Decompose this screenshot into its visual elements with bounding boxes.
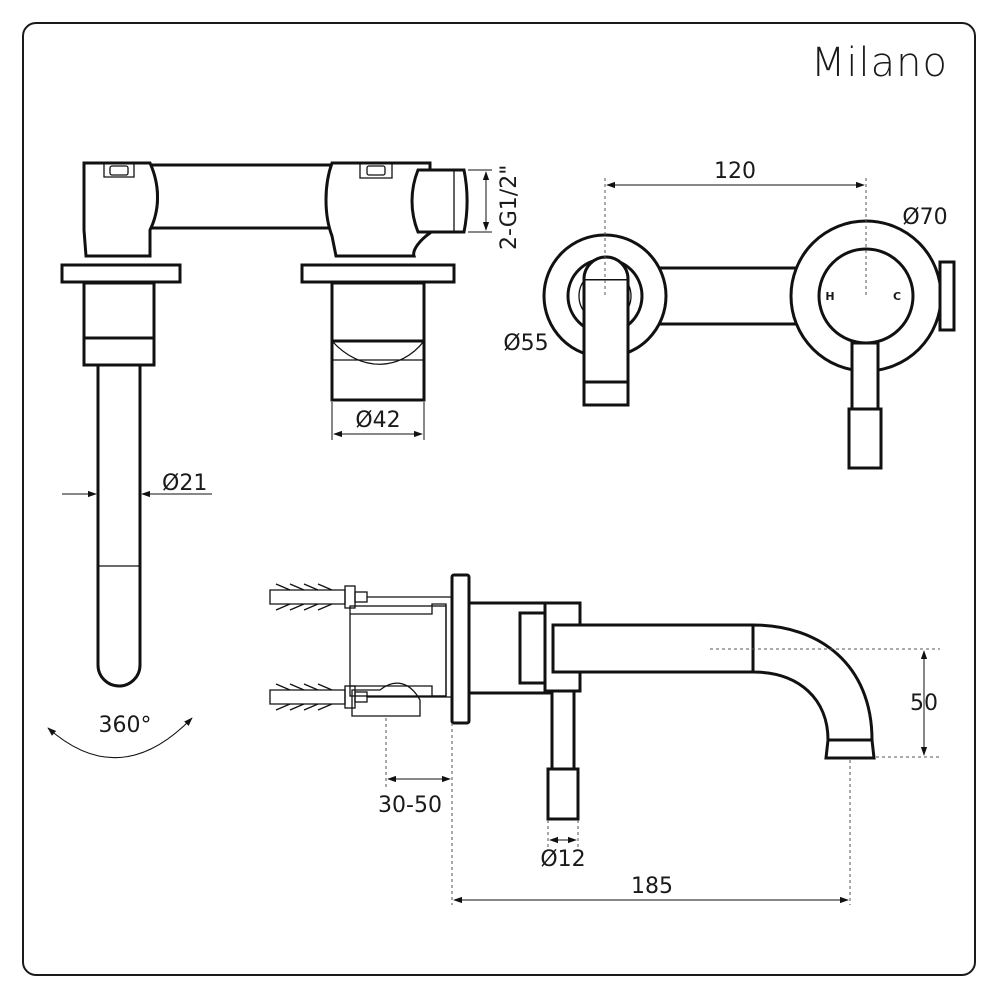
wall-anchor-upper [269,583,462,611]
handle-dia-dimension: Ø42 [331,402,425,440]
wall-anchor-lower [269,683,462,711]
spout-dia-label: Ø21 [162,471,207,496]
handle-dia-label: Ø42 [355,408,400,433]
side-view [269,573,876,821]
thread-label: 2-G1/2" [497,165,522,250]
hot-marking: H [825,290,834,303]
brand-logo-text: Milano [810,40,948,86]
spout-reach-dimension: 185 [453,760,851,905]
plan-view [60,161,469,688]
rotation-label: 360° [99,713,152,738]
spout-height-label: 50 [910,691,938,716]
spout-reach-label: 185 [631,874,673,899]
front-view: H C [542,219,956,470]
lever-dia-label: Ø12 [540,847,585,872]
lever-dia-dimension: Ø12 [540,820,586,872]
spout-dia-dimension: Ø21 [62,471,212,498]
cold-marking: C [893,290,901,303]
drawing-frame [22,22,976,976]
wall-depth-dimension: 30-50 [378,718,453,905]
thread-dimension: 2-G1/2" [468,165,522,250]
center-distance-dimension: 120 [604,159,867,296]
plate-dia-small-label: Ø55 [503,331,548,356]
rotation-indicator: 360° [47,713,193,759]
wall-depth-label: 30-50 [378,793,442,818]
plate-dia-large-label: Ø70 [902,205,947,230]
spout-height-dimension: 50 [710,648,940,758]
center-distance-label: 120 [714,159,756,184]
